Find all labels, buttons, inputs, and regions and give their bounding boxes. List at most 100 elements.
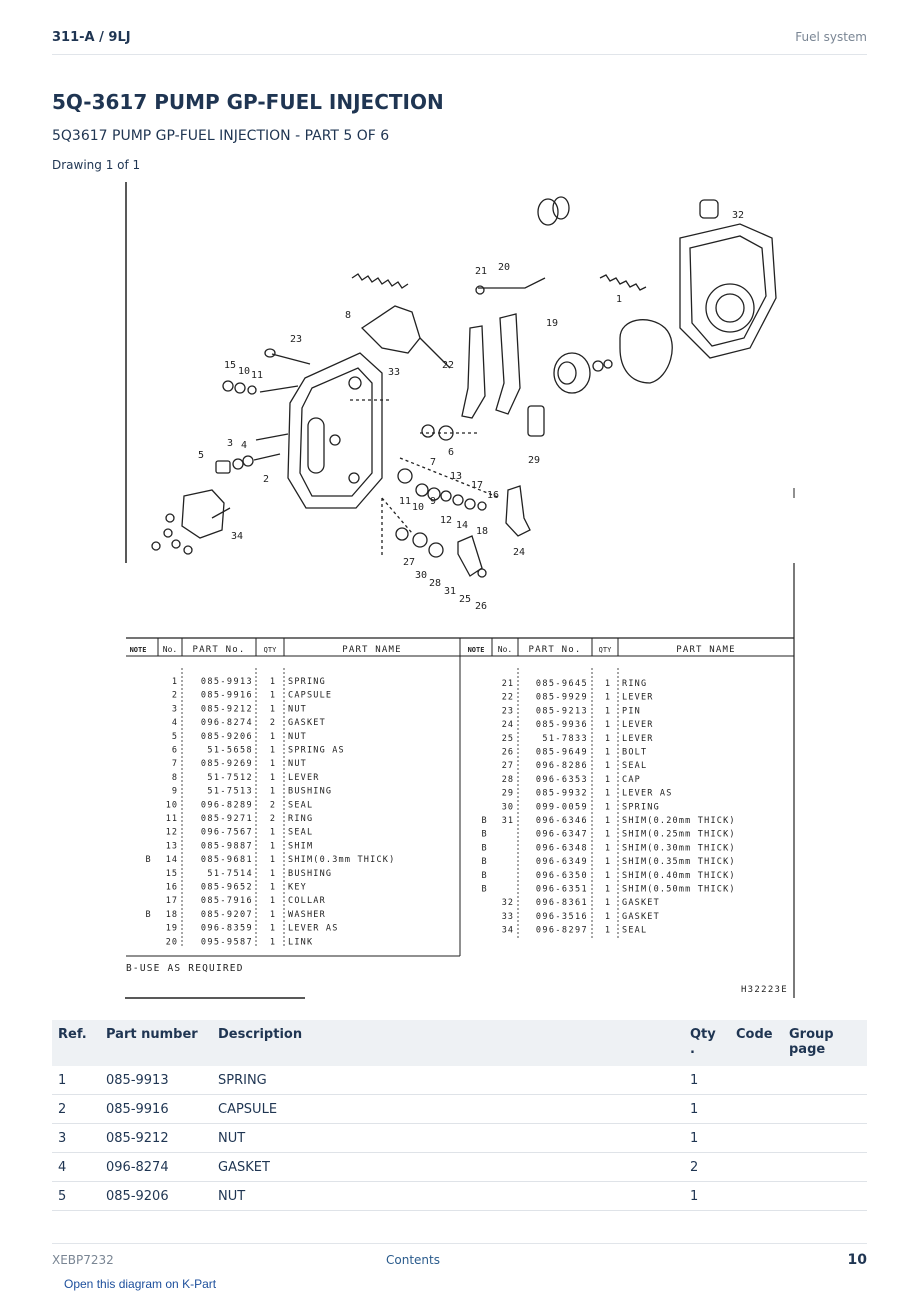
callout-number: 9 [430,496,436,507]
row-part-name: LINK [288,937,313,947]
row-group-page [783,1066,867,1095]
row-qty: 1 [605,843,610,853]
row-part-no: 085-9212 [201,704,253,714]
row-qty: 1 [605,679,610,689]
row-part-no: 085-9913 [201,677,253,687]
callout-number: 10 [412,502,424,513]
row-no: 12 [166,828,178,838]
row-no: 4 [172,718,178,728]
row-note: B [145,855,150,865]
row-part-name: SPRING AS [288,746,345,756]
pump-illustration [151,196,777,578]
row-part-name: CAPSULE [288,691,332,701]
callout-number: 15 [224,360,236,371]
row-part-no: 085-9269 [201,759,253,769]
row-description: SPRING [212,1066,684,1095]
row-no: 10 [166,800,178,810]
row-qty: 2 [684,1152,730,1182]
drawing-parts-table [126,637,794,957]
row-part-name: NUT [288,759,307,769]
row-part-name: COLLAR [288,896,326,906]
row-description: GASKET [212,1152,684,1182]
row-description: NUT [212,1181,684,1211]
row-part-name: LEVER [288,773,320,783]
row-part-no: 51-7512 [207,773,253,783]
row-no: 20 [166,937,178,947]
row-part-name: RING [622,679,647,689]
callout-number: 27 [403,557,415,568]
row-no: 28 [502,775,514,785]
row-part-name: SEAL [622,761,647,771]
row-qty: 1 [270,691,275,701]
row-no: 24 [502,720,514,730]
row-part-no: 51-7833 [542,734,588,744]
row-part-name: SHIM(0.3mm THICK) [288,855,395,865]
row-qty: 1 [270,924,275,934]
contents-link[interactable]: Contents [386,1253,440,1267]
row-code [730,1123,783,1153]
row-part-no: 096-6351 [536,885,588,895]
row-qty: 1 [270,787,275,797]
row-no: 14 [166,855,178,865]
kpart-link[interactable]: Open this diagram on K-Part [64,1277,217,1291]
row-part-name: BOLT [622,748,647,758]
table-row: 4 096-8274 GASKET 2 [52,1152,867,1182]
row-qty: 1 [270,896,275,906]
row-no: 15 [166,869,178,879]
row-part-no: 085-9645 [536,679,588,689]
row-no: 33 [502,912,514,922]
row-part-name: SPRING [288,677,326,687]
row-group-page [783,1152,867,1182]
row-qty: 2 [270,800,275,810]
callout-number: 7 [430,457,436,468]
parts-table: Ref. Part number Description Qty . Code … [52,1020,867,1211]
callout-number: 6 [448,447,454,458]
row-qty: 1 [605,775,610,785]
callout-number: 21 [475,266,487,277]
callout-number: 29 [528,455,540,466]
row-no: 32 [502,898,514,908]
row-part-no: 096-8297 [536,926,588,936]
row-part-number: 085-9206 [100,1181,212,1211]
row-qty: 1 [605,898,610,908]
row-no: 30 [502,802,514,812]
row-part-name: BUSHING [288,869,332,879]
table-header-part-no: PART No. [529,645,582,655]
row-note: B [481,857,486,867]
row-note: B [481,843,486,853]
row-part-name: SHIM(0.35mm THICK) [622,857,736,867]
row-code [730,1066,783,1095]
row-ref: 5 [52,1181,100,1211]
row-no: 29 [502,789,514,799]
row-part-name: LEVER AS [288,924,339,934]
callout-number: 34 [231,531,243,542]
row-part-name: SEAL [288,828,313,838]
page-subtitle: 5Q3617 PUMP GP-FUEL INJECTION - PART 5 O… [52,128,390,144]
row-part-name: RING [288,814,313,824]
callout-number: 26 [475,601,487,612]
col-description: Description [212,1020,684,1066]
callout-number: 2 [263,474,269,485]
document-id: XEBP7232 [52,1253,114,1267]
row-part-name: GASKET [288,718,326,728]
row-qty: 1 [605,748,610,758]
row-part-name: PIN [622,706,641,716]
callout-number: 8 [345,310,351,321]
section-label: Fuel system [795,30,867,44]
row-part-name: SHIM(0.20mm THICK) [622,816,736,826]
row-part-number: 085-9916 [100,1094,212,1124]
row-part-no: 096-6350 [536,871,588,881]
row-no: 22 [502,693,514,703]
row-part-name: SEAL [288,800,313,810]
row-ref: 2 [52,1094,100,1124]
row-part-no: 096-6349 [536,857,588,867]
row-note: B [481,885,486,895]
row-qty: 1 [605,912,610,922]
callout-number: 30 [415,570,427,581]
row-no: 1 [172,677,178,687]
model-label: 311-A / 9LJ [52,30,131,45]
table-header-no: No. [498,645,512,654]
row-qty: 1 [605,885,610,895]
callout-number: 16 [487,490,499,501]
row-part-name: GASKET [622,912,660,922]
